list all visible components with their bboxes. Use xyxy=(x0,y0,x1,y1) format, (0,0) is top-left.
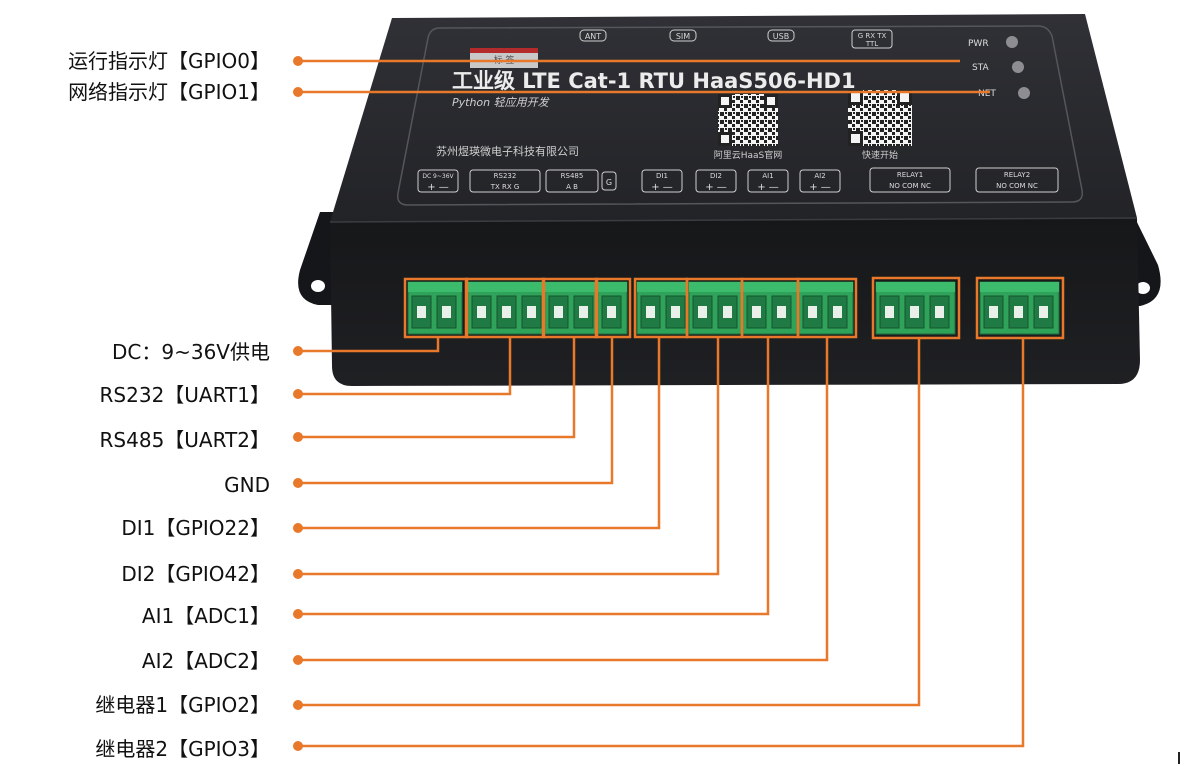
product-subtitle: Python 轻应用开发 xyxy=(452,96,550,109)
callout-di1: DI1【GPIO22】 xyxy=(121,516,270,540)
legend-relay1-pins: NO COM NC xyxy=(889,182,931,190)
product-title: 工业级 LTE Cat-1 RTU HaaS506-HD1 xyxy=(452,69,856,93)
port-usb-label: USB xyxy=(773,32,789,41)
terminal-block-di2 xyxy=(688,281,744,335)
terminal-block-rs485 xyxy=(544,281,600,335)
callout-run-led: 运行指示灯【GPIO0】 xyxy=(68,49,270,73)
right-mount-hole xyxy=(1136,282,1150,294)
legend-dc-name: DC 9~36V xyxy=(422,173,454,180)
terminal-legend: DC 9~36V + — RS232 TX RX G RS485 A B G D… xyxy=(417,167,1059,193)
leader-relay2 xyxy=(293,338,1025,751)
legend-di1-name: DI1 xyxy=(656,172,668,180)
legend-rs232-name: RS232 xyxy=(494,172,517,180)
terminal-blocks xyxy=(407,281,1060,335)
highlight-box-relay2 xyxy=(975,276,1065,340)
leader-dot-relay2 xyxy=(293,741,303,751)
ttl-name-label: TTL xyxy=(865,40,878,48)
legend-ai1-pins: + — xyxy=(757,182,779,193)
ttl-pins-label: G RX TX xyxy=(858,32,887,40)
terminal-block-gnd xyxy=(597,281,628,335)
leader-dot-run-led xyxy=(293,56,303,66)
leader-di2 xyxy=(293,337,720,579)
callout-relay2: 继电器2【GPIO3】 xyxy=(95,737,270,761)
led-net xyxy=(1018,87,1030,99)
top-ports: ANT SIM USB G RX TX TTL xyxy=(579,29,893,49)
legend-ai2-name: AI2 xyxy=(814,172,825,180)
terminal-block-di1 xyxy=(636,281,692,335)
leader-dot-relay1 xyxy=(293,700,303,710)
legend-rs232-pins: TX RX G xyxy=(490,183,520,191)
qr-quickstart-caption: 快速开始 xyxy=(862,149,898,161)
legend-di1-pins: + — xyxy=(651,182,673,193)
callout-net-led: 网络指示灯【GPIO1】 xyxy=(68,80,270,104)
leader-lines xyxy=(293,56,1025,751)
terminal-highlight-boxes xyxy=(403,276,1065,340)
leader-rs485 xyxy=(293,337,576,442)
printed-panel xyxy=(396,25,1084,206)
led-pwr xyxy=(1006,36,1018,48)
leader-gnd xyxy=(293,337,614,488)
terminal-block-relay1 xyxy=(875,281,956,335)
leader-ai1 xyxy=(293,337,770,619)
legend-relay2-pins: NO COM NC xyxy=(996,182,1038,190)
callout-rs232: RS232【UART1】 xyxy=(99,383,270,407)
leader-dot-dc-power xyxy=(293,346,303,356)
qr-website-caption: 阿里云HaaS官网 xyxy=(714,149,783,161)
callout-rs485: RS485【UART2】 xyxy=(99,428,270,452)
leader-dot-gnd xyxy=(293,478,303,488)
callout-ai2: AI2【ADC2】 xyxy=(141,649,270,673)
leader-dot-ai2 xyxy=(293,655,303,665)
leader-dot-di2 xyxy=(293,569,303,579)
leader-dot-ai1 xyxy=(293,609,303,619)
legend-di2-name: DI2 xyxy=(710,172,722,180)
leader-dc-power xyxy=(293,337,440,356)
legend-ai1-name: AI1 xyxy=(762,172,773,180)
legend-ai2-pins: + — xyxy=(809,182,831,193)
led-net-label: NET xyxy=(978,89,996,99)
legend-gnd-pins: G xyxy=(606,178,612,187)
terminal-block-ai2 xyxy=(798,281,854,335)
leader-dot-rs232 xyxy=(293,389,303,399)
qr-codes: 阿里云HaaS官网 快速开始 xyxy=(714,90,912,161)
led-pwr-label: PWR xyxy=(968,39,989,49)
leader-di1 xyxy=(293,337,661,533)
callout-gnd: GND xyxy=(224,473,270,497)
legend-rs485-pins: A B xyxy=(566,183,578,191)
terminal-block-rs232 xyxy=(467,281,548,335)
led-sta xyxy=(1012,61,1024,73)
left-mount-hole xyxy=(311,280,325,292)
terminal-block-ai1 xyxy=(742,281,798,335)
leader-dot-rs485 xyxy=(293,432,303,442)
callout-dc-power: DC：9~36V供电 xyxy=(112,340,270,364)
terminal-block-relay2 xyxy=(979,281,1060,335)
legend-rs485-name: RS485 xyxy=(561,172,584,180)
led-sta-label: STA xyxy=(972,63,990,73)
leader-net-led xyxy=(293,87,990,97)
highlight-box-relay1 xyxy=(871,276,961,340)
terminal-block-dc xyxy=(407,281,463,335)
manufacturer-name: 苏州煜瑛微电子科技有限公司 xyxy=(436,144,579,158)
legend-relay1-name: RELAY1 xyxy=(897,171,923,179)
leader-relay1 xyxy=(293,338,921,710)
port-sim-label: SIM xyxy=(676,32,690,41)
leader-dot-di1 xyxy=(293,523,303,533)
callout-di2: DI2【GPIO42】 xyxy=(121,562,270,586)
leader-ai2 xyxy=(293,337,829,665)
legend-relay2-name: RELAY2 xyxy=(1004,171,1030,179)
status-leds: PWR STA NET xyxy=(968,36,1030,99)
legend-di2-pins: + — xyxy=(705,182,727,193)
callout-relay1: 继电器1【GPIO2】 xyxy=(95,693,270,717)
leader-run-led xyxy=(293,56,960,66)
legend-dc-pins: + — xyxy=(427,182,449,193)
leader-dot-net-led xyxy=(293,87,303,97)
port-ant-label: ANT xyxy=(585,32,601,41)
leader-rs232 xyxy=(293,337,512,399)
callout-ai1: AI1【ADC1】 xyxy=(141,604,270,628)
